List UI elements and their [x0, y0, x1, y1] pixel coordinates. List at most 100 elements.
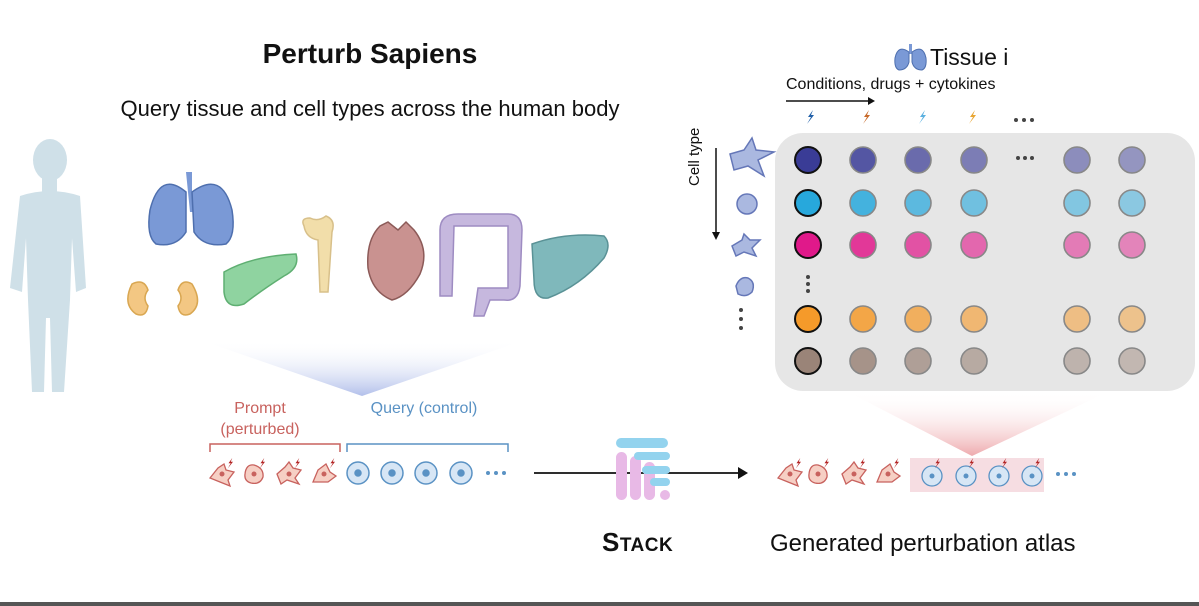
lungs-icon	[148, 172, 234, 246]
atlas-cell-dot	[849, 347, 877, 375]
atlas-cell-dot	[960, 231, 988, 259]
conditions-ellipsis	[1014, 118, 1034, 122]
query-bracket	[346, 443, 509, 452]
atlas-grid-panel	[775, 133, 1195, 391]
lightning-icon	[893, 458, 899, 469]
liver-icon	[531, 234, 609, 299]
atlas-cell-dot	[794, 231, 822, 259]
control-ellipsis	[486, 471, 506, 475]
control-cells	[346, 461, 473, 485]
atlas-cell-dot	[1118, 231, 1146, 259]
perturbed-cell	[312, 458, 338, 483]
atlas-cell-dot	[904, 189, 932, 217]
perturbed-cell	[276, 458, 303, 486]
stack-logo-icon	[616, 438, 670, 500]
lightning-icon	[934, 458, 940, 469]
colon-icon	[439, 213, 523, 317]
atlas-cell-dot	[960, 189, 988, 217]
perturbed-cell	[776, 458, 804, 488]
lightning-icon	[863, 110, 870, 124]
conditions-arrow-head	[868, 97, 875, 105]
perturbed-cell	[244, 458, 265, 485]
atlas-cell-dot	[960, 347, 988, 375]
perturbed-cell	[841, 458, 868, 486]
atlas-cell-dot	[904, 347, 932, 375]
model-label-initial: S	[602, 527, 620, 557]
atlas-cell-dot	[794, 189, 822, 217]
atlas-cell-dot	[794, 146, 822, 174]
atlas-cell-dot	[1118, 146, 1146, 174]
generated-cell	[955, 458, 977, 487]
perturbed-cell	[208, 458, 236, 488]
diagram-subtitle: Query tissue and cell types across the h…	[0, 94, 740, 123]
atlas-cell-dot	[1118, 347, 1146, 375]
atlas-cell-dot	[849, 146, 877, 174]
human-body-icon	[10, 139, 86, 392]
tissue-label: Tissue i	[930, 44, 1009, 70]
atlas-cell-dot	[1118, 189, 1146, 217]
output-label: Generated perturbation atlas	[770, 530, 1076, 557]
model-label-rest: TACK	[619, 535, 674, 556]
atlas-cell-dot	[960, 305, 988, 333]
atlas-cell-dot	[904, 146, 932, 174]
row-ellipsis	[806, 275, 810, 293]
pancreas-icon	[223, 253, 298, 307]
diagram-title: Perturb Sapiens	[262, 38, 478, 69]
heart-icon	[367, 220, 425, 301]
lightning-icon	[259, 458, 265, 469]
lightning-icon	[807, 110, 814, 124]
model-label: STACK	[602, 527, 673, 558]
generated-ellipsis	[1056, 472, 1076, 476]
atlas-cell-dot	[849, 189, 877, 217]
prompt-label: Prompt (perturbed)	[220, 400, 300, 438]
subtitle-text: Query tissue and cell types across the h…	[120, 96, 620, 121]
atlas-cell-dot	[1118, 305, 1146, 333]
prompt-bracket	[209, 443, 341, 452]
conditions-label: Conditions, drugs + cytokines	[786, 76, 996, 93]
lightning-icon	[227, 458, 233, 469]
pink-funnel	[848, 392, 1108, 456]
atlas-cell-dot	[849, 231, 877, 259]
lungs-small-icon	[894, 44, 927, 71]
lightning-icon	[859, 458, 865, 469]
lightning-icon	[919, 110, 926, 124]
column-ellipsis	[1016, 156, 1034, 160]
kidneys-icon	[127, 281, 199, 316]
atlas-cell-dot	[1063, 146, 1091, 174]
perturbed-cell	[808, 458, 829, 485]
atlas-cell-dot	[794, 305, 822, 333]
arrow-head-icon	[738, 467, 748, 479]
atlas-cell-dot	[904, 231, 932, 259]
lightning-icon	[823, 458, 829, 469]
fibroblast-icon	[729, 136, 777, 178]
blue-funnel	[200, 340, 525, 396]
atlas-cell-dot	[1063, 305, 1091, 333]
round-cell-icon	[736, 193, 758, 215]
generated-cell	[921, 458, 943, 487]
generated-cell	[1021, 458, 1043, 487]
lightning-icon	[1034, 458, 1040, 469]
lightning-icon	[1001, 458, 1007, 469]
atlas-cell-dot	[849, 305, 877, 333]
cell-type-label: Cell type	[686, 127, 703, 186]
cell-type-ellipsis	[739, 308, 743, 330]
stellate-cell-icon	[731, 232, 762, 258]
perturbed-cell	[876, 458, 902, 483]
atlas-cell-dot	[960, 146, 988, 174]
bone-icon	[302, 215, 334, 293]
atlas-cell-dot	[1063, 231, 1091, 259]
bottom-rule	[0, 602, 1199, 606]
lightning-icon	[329, 458, 335, 469]
lightning-icon	[968, 458, 974, 469]
generated-cell	[988, 458, 1010, 487]
celltype-arrow-head	[712, 232, 720, 240]
atlas-cell-dot	[904, 305, 932, 333]
atlas-cell-dot	[794, 347, 822, 375]
atlas-cell-dot	[1063, 347, 1091, 375]
query-label: Query (control)	[370, 400, 478, 417]
lightning-icon	[969, 110, 976, 124]
lightning-icon	[294, 458, 300, 469]
irregular-cell-icon	[735, 276, 755, 297]
